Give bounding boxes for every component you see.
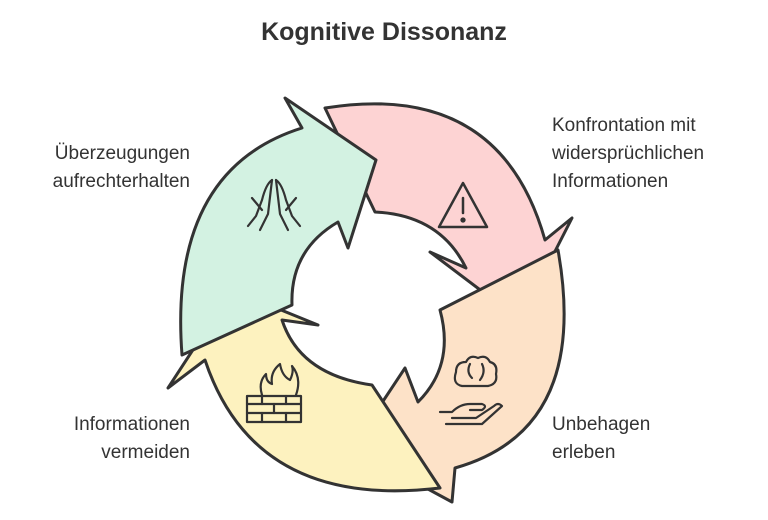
segment-avoid [166,288,442,493]
step-label-line: Informationen [73,414,190,435]
step-label-avoid: Informationen vermeiden [0,411,190,467]
step-label-confrontation: Konfrontation mit widersprüchlichen Info… [552,112,704,196]
step-label-maintain: Überzeugungen aufrechterhalten [0,140,190,196]
step-label-line: Konfrontation mit [552,115,696,136]
step-label-line: Überzeugungen [54,143,190,164]
brain-hand-icon [438,355,504,426]
diagram-title: Kognitive Dissonanz [261,18,507,46]
step-label-line: vermeiden [101,442,190,463]
segment-maintain [179,96,378,357]
firewall-icon [245,362,303,424]
praying-hands-icon [246,178,302,232]
step-label-discomfort: Unbehagen erleben [552,411,650,467]
step-label-line: widersprüchlichen [552,143,705,164]
step-label-line: Unbehagen [552,414,651,435]
step-label-line: Informationen [552,171,669,192]
step-label-line: erleben [552,442,616,463]
warning-icon [437,181,489,229]
step-label-line: aufrechterhalten [52,171,190,192]
